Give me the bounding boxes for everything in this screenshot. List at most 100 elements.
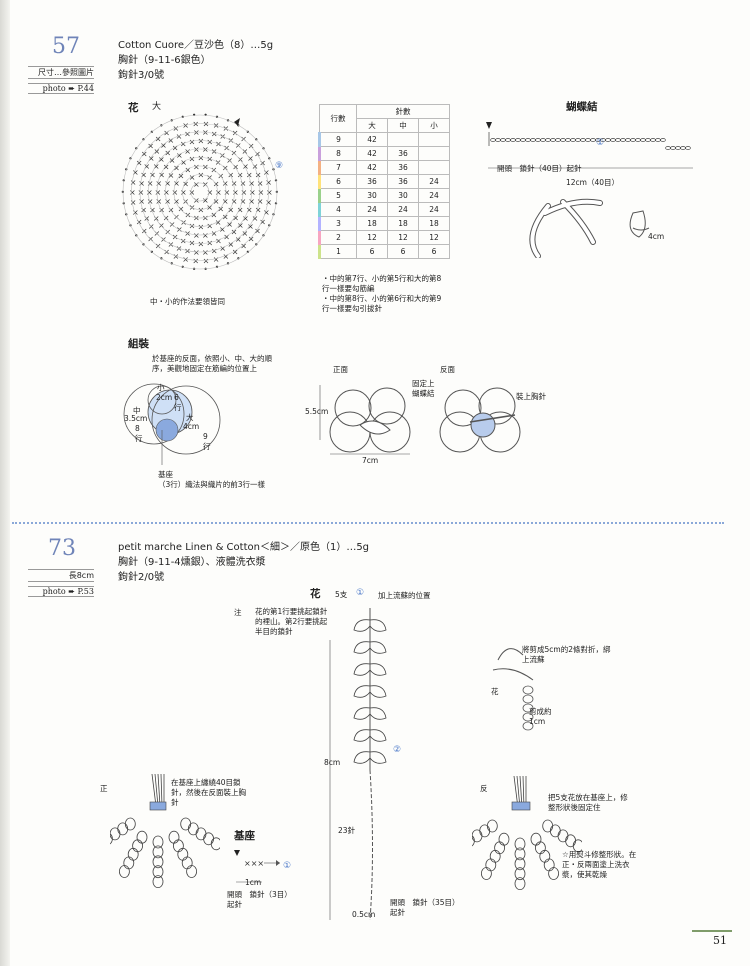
stitch-count-cell: 6 [418, 244, 450, 259]
stitch-symbol: × [184, 247, 191, 256]
stitch-symbol: × [189, 173, 196, 182]
asm-base-label: 基座 [158, 470, 173, 479]
stitch-symbol: × [153, 162, 160, 171]
stitch-symbol: × [163, 213, 170, 222]
asm-big-row: 9行 [203, 432, 211, 451]
stitch-symbol: × [184, 147, 191, 156]
header-rows: 行數 [319, 104, 357, 133]
stitch-symbol: × [252, 162, 259, 171]
hua-label: 花 [491, 687, 499, 696]
stitch-symbol: × [246, 206, 253, 215]
size-ref-57: 尺寸…參照圖片 [28, 66, 94, 79]
col-large: 大 [356, 118, 388, 133]
stitch-symbol: × [224, 188, 231, 197]
stitch-symbol: × [223, 252, 230, 261]
stitch-symbol: × [189, 155, 196, 164]
stitch-symbol: × [155, 188, 162, 197]
stitch-symbol: • [215, 113, 220, 122]
stitch-symbol: × [138, 197, 145, 206]
stitch-symbol: × [130, 178, 137, 187]
stitch-symbol: × [211, 247, 218, 256]
row-number-cell: 7 [318, 160, 357, 175]
stitch-symbol: × [180, 188, 187, 197]
photo-ref-57: photo ➨ P.44 [28, 83, 94, 94]
fringe-diagram [492, 648, 534, 731]
stitch-symbol: • [159, 121, 164, 130]
height-label: 5.5cm [305, 407, 329, 416]
stitch-symbol: × [213, 121, 220, 130]
asm-big-size: 4cm [183, 422, 200, 431]
stitch-symbol: × [217, 171, 224, 180]
stitch-symbol: × [231, 228, 238, 237]
stitch-symbol: × [254, 227, 261, 236]
base-title: 基座 [234, 830, 255, 842]
back-label: 反面 [440, 365, 455, 374]
header-stitches: 針數 [356, 104, 450, 119]
stitch-symbol: × [164, 197, 171, 206]
stitch-symbol: × [215, 140, 222, 149]
stitch-count-cell: 24 [418, 188, 450, 203]
stitch-symbol: • [246, 128, 251, 137]
back-instruction: 把5支花放在基座上，修整形狀後固定住 [548, 793, 628, 812]
stitch-count-cell: 6 [356, 244, 388, 259]
stitch-symbol: × [240, 179, 247, 188]
stitch-symbol: × [193, 180, 200, 189]
stitch-symbol: × [237, 221, 244, 230]
stitch-symbol: × [254, 149, 261, 158]
fix-bow-label: 固定上蝴蝶結 [412, 379, 435, 398]
asm-small: 小 [157, 383, 165, 392]
assembly-diagram [123, 383, 221, 465]
stitch-symbol: • [215, 263, 220, 272]
stitch-symbol: × [242, 229, 249, 238]
five-pieces-label: 5支 [335, 590, 348, 599]
stitch-symbol: × [164, 149, 171, 158]
stitch-count-cell [387, 132, 419, 147]
stitch-symbol: × [217, 205, 224, 214]
stitch-symbol: × [232, 247, 239, 256]
stitch-symbol: • [267, 155, 272, 164]
stitch-count-cell [418, 132, 450, 147]
stitch-symbol: × [130, 198, 137, 207]
table-note: ・中的第8行、小的第6行和大的第9行一樣要勾引拔針 [322, 294, 442, 313]
bow-width-label: 12cm（40目） [566, 178, 620, 187]
stitch-count-cell: 36 [387, 146, 419, 161]
stitch-count-cell: 36 [356, 174, 388, 189]
stitch-count-cell: 12 [356, 230, 388, 245]
base-diagram: ××× [234, 850, 280, 883]
row-number-cell: 4 [318, 202, 357, 217]
bow-start-label: 開頭 鎖針（40目）起針 [497, 164, 582, 173]
stitch-symbol: × [193, 248, 200, 257]
stitch-symbol: × [173, 164, 180, 173]
stitch-symbol: • [134, 231, 139, 240]
flower-row-marker: ⑨ [275, 161, 284, 171]
stitch-count-cell: 12 [418, 230, 450, 245]
stitch-symbol: × [164, 179, 171, 188]
stitch-count-cell: 24 [418, 174, 450, 189]
stitch-symbol: × [222, 179, 229, 188]
flower-size-label: 大 [152, 102, 162, 112]
asm-small-row: 6行 [174, 393, 182, 412]
page-number-rule [692, 930, 732, 932]
stitch-symbol: × [143, 214, 150, 223]
stitch-symbol: • [226, 116, 231, 125]
stitch-symbol: × [173, 124, 180, 133]
stitch-symbol: × [206, 221, 213, 230]
stitch-symbol: × [215, 236, 222, 245]
stitch-symbol: • [226, 260, 231, 269]
stitch-symbol: × [193, 162, 200, 171]
stitch-symbol: • [192, 112, 197, 120]
stitch-symbol: × [168, 171, 175, 180]
stitch-symbol: × [184, 130, 191, 139]
stitch-symbol: × [182, 179, 189, 188]
asm-mid: 中 [133, 406, 141, 415]
stitch-symbol: × [154, 147, 161, 156]
stitch-symbol: × [255, 170, 262, 179]
stitch-symbol: × [129, 188, 136, 197]
stitch-count-cell: 36 [387, 160, 419, 175]
stitch-symbol: × [141, 227, 148, 236]
material-line: 胸針（9-11-4燻銀）、液體洗衣漿 [118, 557, 266, 568]
stitch-symbol: × [173, 179, 180, 188]
svg-text:×××: ××× [244, 859, 264, 868]
